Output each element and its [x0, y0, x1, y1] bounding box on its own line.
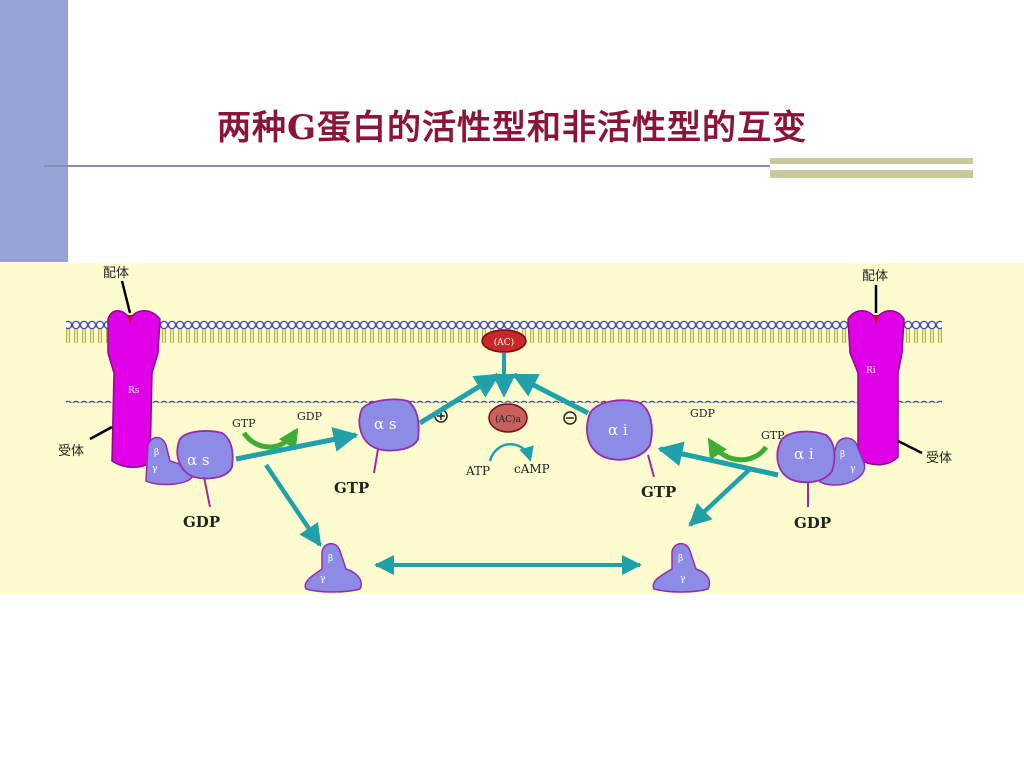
pathway-arrows — [235, 372, 779, 575]
left-free-gamma: γ — [320, 574, 325, 584]
left-ligand-pointer — [120, 280, 132, 314]
left-receptor-alpha-s — [176, 430, 234, 480]
left-exchange-arrow-icon — [241, 427, 299, 450]
right-gtp-bound-label: GTP — [641, 483, 676, 501]
right-ligand-label: 配体 — [862, 269, 888, 284]
right-dimer-release-arrow — [688, 467, 752, 527]
atp-camp-conversion-arrow-icon — [488, 443, 534, 462]
left-alpha-to-ac-arrow — [418, 372, 501, 426]
right-active-alpha-i — [586, 399, 653, 461]
right-alpha-to-ac-arrow — [511, 372, 590, 416]
left-receptor-rs — [107, 310, 161, 468]
left-free-beta: β — [328, 554, 333, 564]
right-gdp-bound-label: GDP — [794, 514, 831, 532]
right-free-gamma: γ — [680, 574, 685, 584]
left-dimer-release-arrow — [264, 463, 322, 547]
right-active-alpha-label: α i — [608, 421, 628, 439]
right-receptor-group: 配体 Ri 受体 β γ α i GDP GTP GDP α i GTP — [563, 269, 952, 532]
ac-inactive-enzyme — [481, 329, 527, 353]
left-gdp-bound-label: GDP — [183, 513, 220, 531]
right-gdp-out-label: GDP — [690, 407, 716, 420]
right-gtp-stalk — [647, 454, 655, 478]
title-rule-block — [770, 158, 973, 164]
right-receptor-alpha-label: α i — [794, 445, 814, 463]
left-receptor-alpha-label: α s — [187, 451, 210, 469]
left-active-alpha-label: α s — [374, 415, 397, 433]
left-ligand-label: 配体 — [103, 266, 129, 281]
left-gdp-stalk — [203, 476, 211, 508]
title-rule-block — [770, 170, 973, 178]
left-activation-arrow — [235, 427, 359, 462]
g-protein-diagram: 配体 Rs 受体 β γ α s GDP GTP GDP α s GTP — [0, 263, 1024, 594]
left-receptor-pointer — [89, 425, 113, 441]
left-receptor-side-label: 受体 — [58, 444, 84, 459]
left-gtp-bound-label: GTP — [334, 479, 369, 497]
left-free-beta-gamma — [304, 542, 362, 593]
right-activation-arrow — [657, 441, 779, 478]
right-free-dimer: β γ — [652, 542, 711, 593]
right-free-beta-gamma — [652, 542, 711, 593]
right-receptor-pointer — [897, 439, 923, 455]
adenylyl-cyclase-group: (AC) (AC)a ATP cAMP — [465, 329, 550, 478]
title-rule-line — [44, 165, 770, 167]
left-receptor-label: Rs — [128, 386, 140, 396]
right-exchange-arrow-icon — [707, 437, 769, 463]
right-gtp-in-label: GTP — [761, 429, 785, 442]
right-receptor-beta: β — [840, 450, 845, 460]
right-receptor-alpha-i — [776, 430, 836, 484]
camp-label: cAMP — [514, 462, 550, 476]
left-active-alpha-s — [358, 398, 420, 452]
left-receptor-group: 配体 Rs 受体 β γ α s GDP GTP GDP α s GTP — [58, 266, 448, 531]
left-gtp-stalk — [373, 448, 379, 474]
right-receptor-ri — [847, 310, 905, 466]
right-receptor-gamma: γ — [850, 464, 855, 474]
left-gtp-in-label: GTP — [232, 417, 256, 430]
ac-inactive-label: (AC) — [494, 337, 514, 348]
slide-title: 两种G蛋白的活性型和非活性型的互变 — [216, 108, 808, 148]
left-ligand-bound-icon — [127, 315, 133, 325]
left-receptor-beta: β — [154, 448, 159, 458]
ac-active-enzyme — [488, 403, 528, 433]
ac-active-label: (AC)a — [495, 414, 521, 425]
left-free-dimer: β γ — [304, 542, 362, 593]
right-ligand-bound-icon — [873, 315, 879, 325]
atp-label: ATP — [465, 464, 490, 478]
inhibition-minus-icon — [563, 411, 577, 425]
left-gdp-out-label: GDP — [297, 410, 323, 423]
right-free-beta: β — [678, 554, 683, 564]
right-receptor-label: Ri — [866, 366, 876, 376]
left-receptor-gamma: γ — [152, 464, 157, 474]
slide-side-bar — [0, 0, 68, 262]
right-receptor-side-label: 受体 — [926, 451, 952, 466]
